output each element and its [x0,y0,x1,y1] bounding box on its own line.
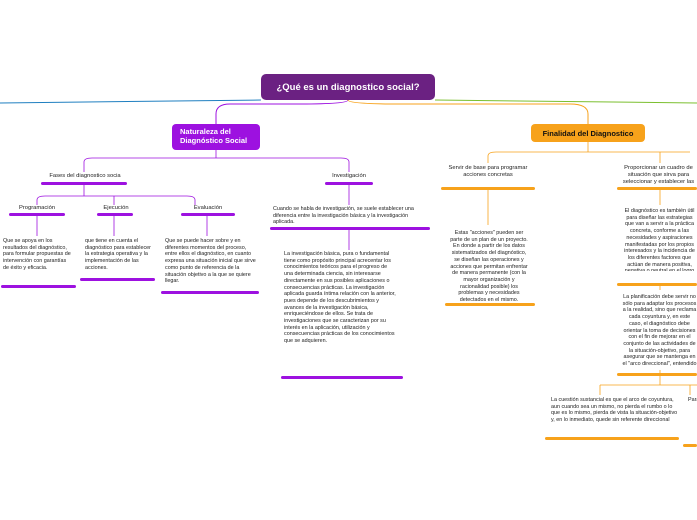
node-programacion[interactable]: Programación [5,205,69,212]
node-servir-base-text-underline [445,303,535,306]
node-investigacion-text1: Cuando se habla de investigación, se sue… [273,206,414,226]
node-evaluacion-text-underline [161,291,259,294]
node-proporcionar-underline [617,187,697,190]
node-investigacion-text2: La investigación básica, pura o fundamen… [284,251,396,345]
node-proporcionar-text1-underline [617,283,697,286]
connector-root-right [347,99,589,124]
connector-blue [0,99,262,104]
connector-fases-children [36,185,196,205]
node-proporcionar-label: Proporcionar un cuadro de situación que … [622,165,695,185]
connector-root-left [215,99,349,124]
node-programacion-text-underline [1,285,76,288]
node-proporcionar-text2-underline [617,373,697,376]
node-ejecucion-text: que tiene en cuenta el diagnóstico para … [85,238,151,271]
node-finalidad[interactable]: Finalidad del Diagnostico [531,124,645,142]
node-investigacion-text1-underline [270,227,430,230]
node-herramientas-text-underline [683,444,697,447]
root-node[interactable]: ¿Qué es un diagnostico social? [261,74,435,100]
node-cuestion-text-underline [545,437,679,440]
node-fases[interactable]: Fases del diagnostico socia [30,173,140,180]
node-servir-base-label: Servir de base para programar acciones c… [448,165,528,178]
root-label: ¿Qué es un diagnostico social? [276,81,420,93]
node-finalidad-label: Finalidad del Diagnostico [542,128,634,138]
node-evaluacion-label: Evaluación [193,205,223,211]
node-programacion-underline [9,213,65,216]
connector-left-branches [83,150,350,172]
node-proporcionar[interactable]: Proporcionar un cuadro de situación que … [620,165,697,186]
node-naturaleza-label: Naturaleza del Diagnóstico Social [180,127,248,145]
node-ejecucion-label: Ejecución [103,205,129,211]
node-ejecucion-underline [97,213,133,216]
node-fases-label: Fases del diagnostico socia [49,173,121,179]
node-investigacion[interactable]: Investigación [318,173,380,180]
node-investigacion-underline [325,182,373,185]
node-programacion-text: Que se apoya en los resultados del diagn… [3,238,71,271]
node-ejecucion[interactable]: Ejecución [86,205,146,212]
node-herramientas-text: Para ello cada coyuntura debe proporcion… [688,397,697,403]
node-ejecucion-text-underline [80,278,155,281]
node-evaluacion[interactable]: Evaluación [178,205,238,212]
node-cuestion-text: La cuestión sustancial es que el arco de… [551,397,678,424]
node-proporcionar-text1: El diagnóstico es también útil para dise… [624,208,695,271]
connector-cuadro-child [599,190,697,395]
node-investigacion-label: Investigación [332,173,366,179]
connector-green [434,99,697,104]
connector-right-branches [487,142,690,163]
node-proporcionar-text2: La planificación debe servir no sólo par… [622,294,697,368]
node-evaluacion-underline [181,213,235,216]
node-programacion-label: Programación [18,205,56,211]
node-servir-base-underline [441,187,535,190]
node-evaluacion-text: Que se puede hacer sobre y en diferentes… [165,238,256,285]
node-servir-base[interactable]: Servir de base para programar acciones c… [441,165,535,179]
node-naturaleza[interactable]: Naturaleza del Diagnóstico Social [172,124,260,150]
node-investigacion-text2-underline [281,376,403,379]
node-fases-underline [41,182,127,185]
node-servir-base-text: Estas "acciones" pueden ser parte de un … [450,230,528,304]
